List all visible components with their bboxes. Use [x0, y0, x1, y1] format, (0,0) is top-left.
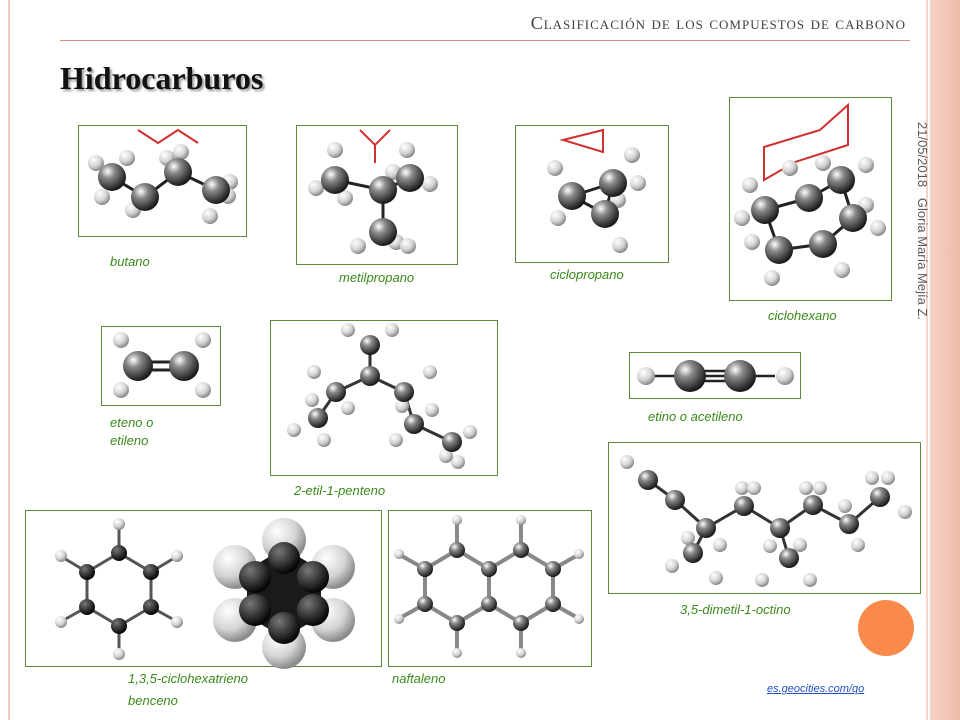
caption-ciclopropano: ciclopropano: [550, 267, 624, 282]
butano-model: [88, 128, 238, 224]
caption-ciclohexano: ciclohexano: [768, 308, 837, 323]
right-decorative-band: [930, 0, 960, 720]
caption-penteno: 2-etil-1-penteno: [294, 483, 386, 498]
caption-octino: 3,5-dimetil-1-octino: [680, 602, 791, 617]
accent-circle: [858, 600, 914, 656]
benceno-frame: [25, 510, 382, 667]
slide-header: Clasificación de los compuestos de carbo…: [530, 13, 906, 33]
caption-benceno-line1: 1,3,5-ciclohexatrieno: [128, 671, 248, 686]
benceno-ball-stick-model: [55, 518, 183, 660]
naftaleno-model: [394, 515, 584, 658]
octino-model: [620, 455, 912, 587]
left-margin-rule: [8, 0, 10, 720]
benceno-space-filling-model: [213, 518, 355, 669]
ciclopropano-model: [547, 128, 646, 253]
page-title: Hidrocarburos: [60, 60, 264, 96]
caption-naftaleno: naftaleno: [392, 671, 446, 686]
etino-model: [637, 360, 794, 392]
metilpropano-model: [308, 129, 438, 254]
penteno-model: [287, 323, 477, 469]
caption-butano: butano: [110, 254, 150, 269]
caption-eteno: eteno o etileno: [110, 414, 153, 450]
right-band-line: [926, 0, 928, 720]
caption-metilpropano: metilpropano: [339, 270, 415, 285]
eteno-model: [113, 332, 211, 398]
caption-etino: etino o acetileno: [648, 409, 743, 424]
caption-eteno-line1: eteno o: [110, 415, 154, 430]
caption-benceno: 1,3,5-ciclohexatrieno benceno: [128, 668, 248, 712]
ciclohexano-model: [734, 102, 886, 286]
source-link[interactable]: es.geocities.com/qo: [767, 683, 865, 695]
header-rule: [60, 40, 910, 41]
caption-eteno-line2: etileno: [110, 433, 149, 448]
caption-benceno-line2: benceno: [128, 693, 178, 708]
